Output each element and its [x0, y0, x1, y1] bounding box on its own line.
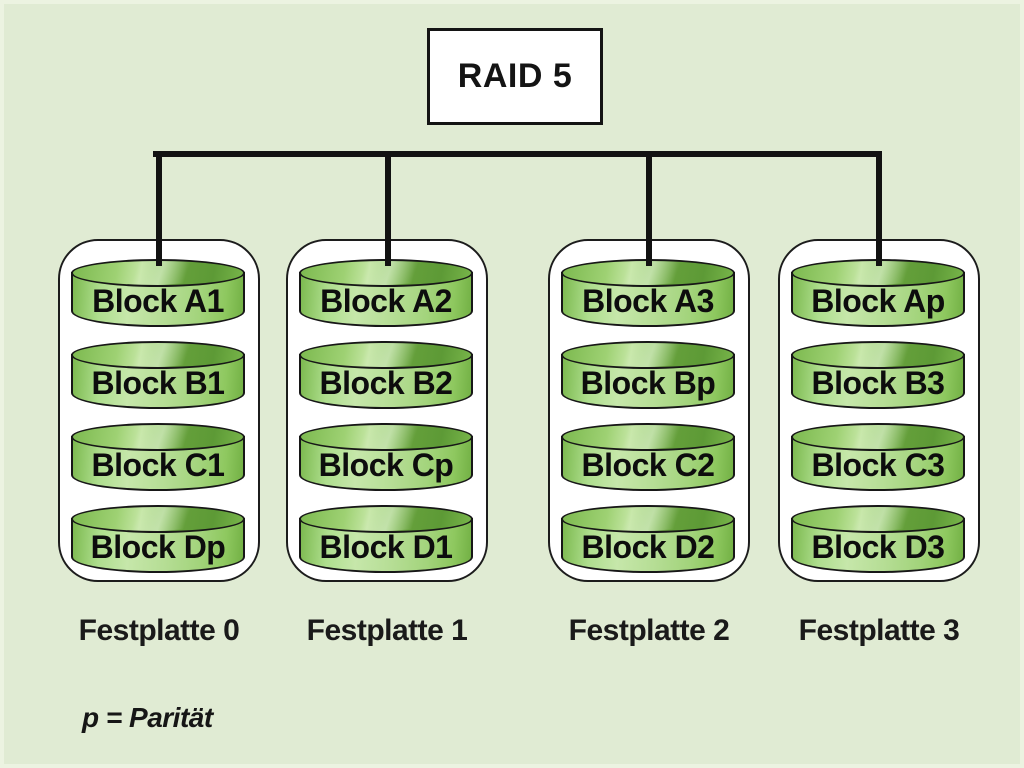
block-label: Block B3	[811, 365, 945, 401]
disk-label-2: Festplatte 2	[568, 614, 730, 647]
cylinder-top	[299, 259, 473, 287]
cylinder-top	[299, 423, 473, 451]
block-cylinder: Block C3	[791, 423, 965, 491]
block-cylinder: Block B2	[299, 341, 473, 409]
cylinder-top	[299, 341, 473, 369]
block-cylinder: Block B3	[791, 341, 965, 409]
block-label: Block C2	[581, 447, 715, 483]
block-cylinder: Block Bp	[561, 341, 735, 409]
disk-label-0: Festplatte 0	[78, 614, 240, 647]
block-cylinder: Block D2	[561, 505, 735, 573]
block-cylinder: Block A3	[561, 259, 735, 327]
block-cylinder: Block D3	[791, 505, 965, 573]
block-cylinder: Block A1	[71, 259, 245, 327]
block-label: Block D2	[581, 529, 715, 565]
block-cylinder: Block Dp	[71, 505, 245, 573]
connector-drop-0	[156, 151, 162, 266]
block-cylinder: Block C2	[561, 423, 735, 491]
disk-label-1: Festplatte 1	[306, 614, 468, 647]
cylinder-top	[71, 423, 245, 451]
connector-bus	[153, 151, 882, 157]
block-label: Block Dp	[90, 529, 226, 565]
cylinder-top	[71, 505, 245, 533]
block-label: Block D1	[319, 529, 453, 565]
cylinder-top	[791, 341, 965, 369]
connector-drop-2	[646, 151, 652, 266]
block-cylinder: Block Cp	[299, 423, 473, 491]
cylinder-top	[791, 423, 965, 451]
block-label: Block A3	[582, 283, 714, 319]
block-label: Block A1	[92, 283, 224, 319]
block-label: Block Bp	[580, 365, 716, 401]
block-label: Block Cp	[318, 447, 454, 483]
cylinder-top	[71, 341, 245, 369]
cylinder-top	[299, 505, 473, 533]
disk-container-2: Block A3 Block Bp Block C2 Block D2	[548, 239, 750, 582]
block-cylinder: Block C1	[71, 423, 245, 491]
cylinder-top	[561, 423, 735, 451]
block-label: Block D3	[811, 529, 945, 565]
connector-drop-1	[385, 151, 391, 266]
raid-title-box: RAID 5	[427, 28, 603, 125]
block-cylinder: Block B1	[71, 341, 245, 409]
cylinder-top	[791, 505, 965, 533]
raid-title: RAID 5	[457, 57, 573, 95]
cylinder-top	[561, 341, 735, 369]
connector-drop-3	[876, 151, 882, 266]
block-cylinder: Block Ap	[791, 259, 965, 327]
block-label: Block C3	[811, 447, 945, 483]
cylinder-top	[561, 505, 735, 533]
block-cylinder: Block D1	[299, 505, 473, 573]
disk-container-0: Block A1 Block B1 Block C1 Block Dp	[58, 239, 260, 582]
disk-container-1: Block A2 Block B2 Block Cp Block D1	[286, 239, 488, 582]
block-label: Block B2	[319, 365, 453, 401]
block-label: Block B1	[91, 365, 225, 401]
block-cylinder: Block A2	[299, 259, 473, 327]
block-label: Block A2	[320, 283, 452, 319]
block-label: Block Ap	[811, 283, 945, 319]
parity-footnote: p = Parität	[82, 702, 213, 733]
disk-label-3: Festplatte 3	[798, 614, 960, 647]
block-label: Block C1	[91, 447, 225, 483]
disk-container-3: Block Ap Block B3 Block C3 Block D3	[778, 239, 980, 582]
